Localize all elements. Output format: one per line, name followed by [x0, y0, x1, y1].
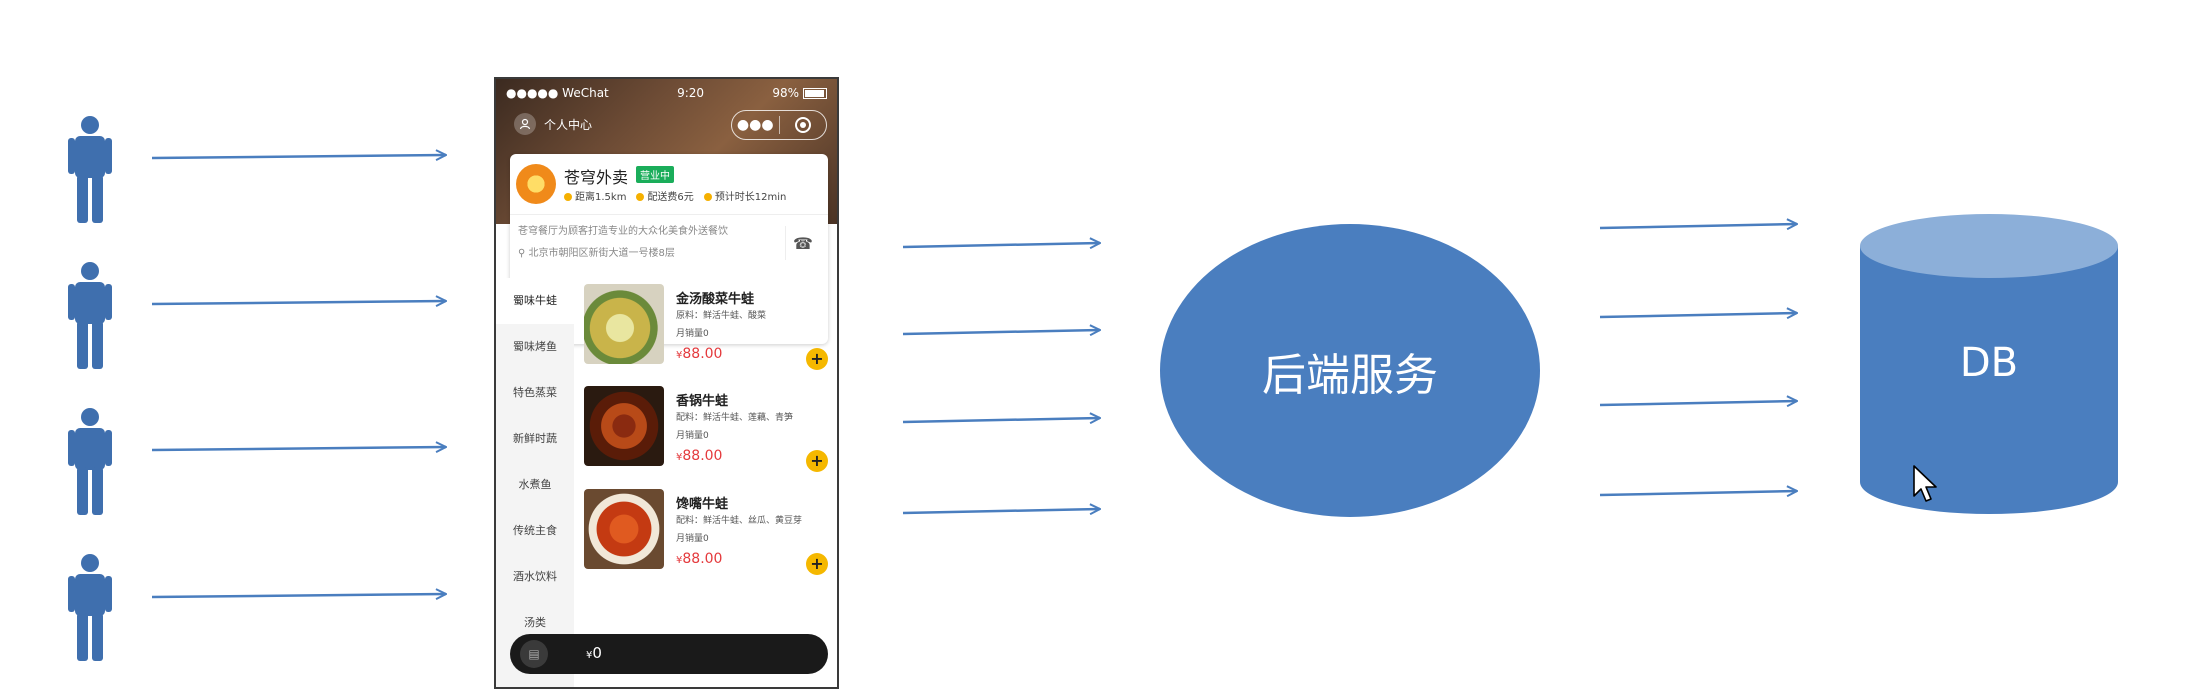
miniprogram-capsule: ●●●	[731, 110, 827, 140]
shop-meta: 距离1.5km 配送费6元 预计时长12min	[564, 188, 786, 203]
battery-indicator: 98%	[772, 86, 827, 100]
add-to-cart-button[interactable]: +	[806, 348, 828, 370]
cart-icon[interactable]: ▤	[520, 640, 548, 668]
category-item[interactable]: 汤类	[524, 616, 546, 629]
backend-service-node: 后端服务	[1160, 224, 1540, 517]
dish-price: ¥88.00	[676, 346, 723, 362]
backend-label: 后端服务	[1262, 349, 1438, 401]
user-avatar-icon	[514, 113, 536, 135]
status-badge: 营业中	[636, 166, 674, 183]
dish-item[interactable]: 香锅牛蛙 配料：鲜活牛蛙、莲藕、青笋 月销量0 ¥88.00 +	[584, 386, 834, 476]
shop-address: ⚲ 北京市朝阳区新街大道一号楼8层	[518, 248, 675, 259]
category-item[interactable]: 蜀味烤鱼	[513, 340, 557, 353]
dish-ingredients: 配料：鲜活牛蛙、丝瓜、黄豆芽	[676, 516, 803, 526]
dish-sales: 月销量0	[676, 329, 709, 339]
category-item[interactable]: 蜀味牛蛙	[496, 278, 574, 324]
cart-total: ¥0	[586, 644, 602, 662]
battery-icon	[802, 88, 827, 99]
dish-item[interactable]: 馋嘴牛蛙 配料：鲜活牛蛙、丝瓜、黄豆芽 月销量0 ¥88.00 +	[584, 489, 834, 579]
category-item[interactable]: 特色蒸菜	[513, 386, 557, 399]
arrow-backend-to-db-4	[1599, 491, 1797, 495]
dish-image	[584, 489, 664, 569]
clock: 9:20	[677, 86, 705, 100]
call-phone-icon[interactable]: ☎	[785, 226, 820, 260]
eta-info: 预计时长12min	[703, 188, 786, 203]
arrow-backend-to-db-1	[1599, 224, 1797, 228]
status-bar: ●●●●● WeChat 9:20 98%	[506, 84, 827, 102]
dish-sales: 月销量0	[676, 534, 709, 544]
dish-name: 馋嘴牛蛙	[676, 497, 729, 512]
shop-logo	[516, 164, 556, 204]
dish-image	[584, 284, 664, 364]
user-icon	[68, 116, 112, 223]
category-item[interactable]: 传统主食	[513, 524, 557, 537]
add-to-cart-button[interactable]: +	[806, 450, 828, 472]
database-cylinder	[1860, 214, 2118, 514]
arrow-backend-to-db-3	[1599, 401, 1797, 405]
shop-name: 苍穹外卖	[564, 168, 629, 187]
add-to-cart-button[interactable]: +	[806, 553, 828, 575]
user-icon	[68, 408, 112, 515]
dish-ingredients: 配料：鲜活牛蛙、莲藕、青笋	[676, 413, 794, 423]
category-item[interactable]: 水煮鱼	[518, 478, 552, 491]
cart-bar[interactable]: ▤ ¥0	[510, 634, 828, 674]
arrow-user2-to-app	[151, 301, 446, 304]
delivery-fee-info: 配送费6元	[636, 188, 694, 203]
more-menu-icon[interactable]: ●●●	[736, 117, 774, 133]
shop-description: 苍穹餐厅为顾客打造专业的大众化美食外送餐饮	[518, 226, 728, 237]
arrow-app-to-backend-3	[902, 418, 1100, 422]
arrow-user4-to-app	[151, 594, 446, 597]
category-item[interactable]: 酒水饮料	[513, 570, 557, 583]
arrow-app-to-backend-2	[902, 330, 1100, 334]
dish-price: ¥88.00	[676, 551, 723, 567]
personal-center-label: 个人中心	[544, 117, 593, 132]
dish-name: 金汤酸菜牛蛙	[676, 292, 755, 307]
arrow-user3-to-app	[151, 447, 446, 450]
dish-price: ¥88.00	[676, 448, 723, 464]
category-sidebar: 蜀味牛蛙 蜀味烤鱼 特色蒸菜 新鲜时蔬 水煮鱼 传统主食 酒水饮料 汤类	[496, 278, 574, 687]
location-pin-icon: ⚲	[518, 248, 529, 259]
fee-icon	[636, 193, 645, 201]
close-miniprogram-icon[interactable]	[780, 117, 827, 133]
db-label: DB	[1959, 340, 2019, 386]
arrow-app-to-backend-4	[902, 509, 1100, 513]
arrow-app-to-backend-1	[902, 243, 1100, 247]
mobile-app-mockup: ●●●●● WeChat 9:20 98% 个人中心 ●●● 苍穹外卖 营业中 …	[494, 77, 839, 689]
mouse-cursor-icon	[1913, 465, 1937, 502]
personal-center-button[interactable]: 个人中心	[514, 113, 592, 135]
carrier-label: ●●●●● WeChat	[506, 86, 609, 100]
clock-icon	[703, 193, 712, 201]
dish-image	[584, 386, 664, 466]
category-item[interactable]: 新鲜时蔬	[513, 432, 557, 445]
dish-sales: 月销量0	[676, 431, 709, 441]
arrow-user1-to-app	[151, 155, 446, 158]
distance-info: 距离1.5km	[564, 188, 626, 203]
user-icon	[68, 262, 112, 369]
dish-name: 香锅牛蛙	[676, 394, 729, 409]
distance-icon	[564, 193, 572, 201]
dish-item[interactable]: 金汤酸菜牛蛙 原料：鲜活牛蛙、酸菜 月销量0 ¥88.00 +	[584, 284, 834, 374]
arrow-backend-to-db-2	[1599, 313, 1797, 317]
user-icon	[68, 554, 112, 661]
dish-ingredients: 原料：鲜活牛蛙、酸菜	[676, 311, 767, 321]
